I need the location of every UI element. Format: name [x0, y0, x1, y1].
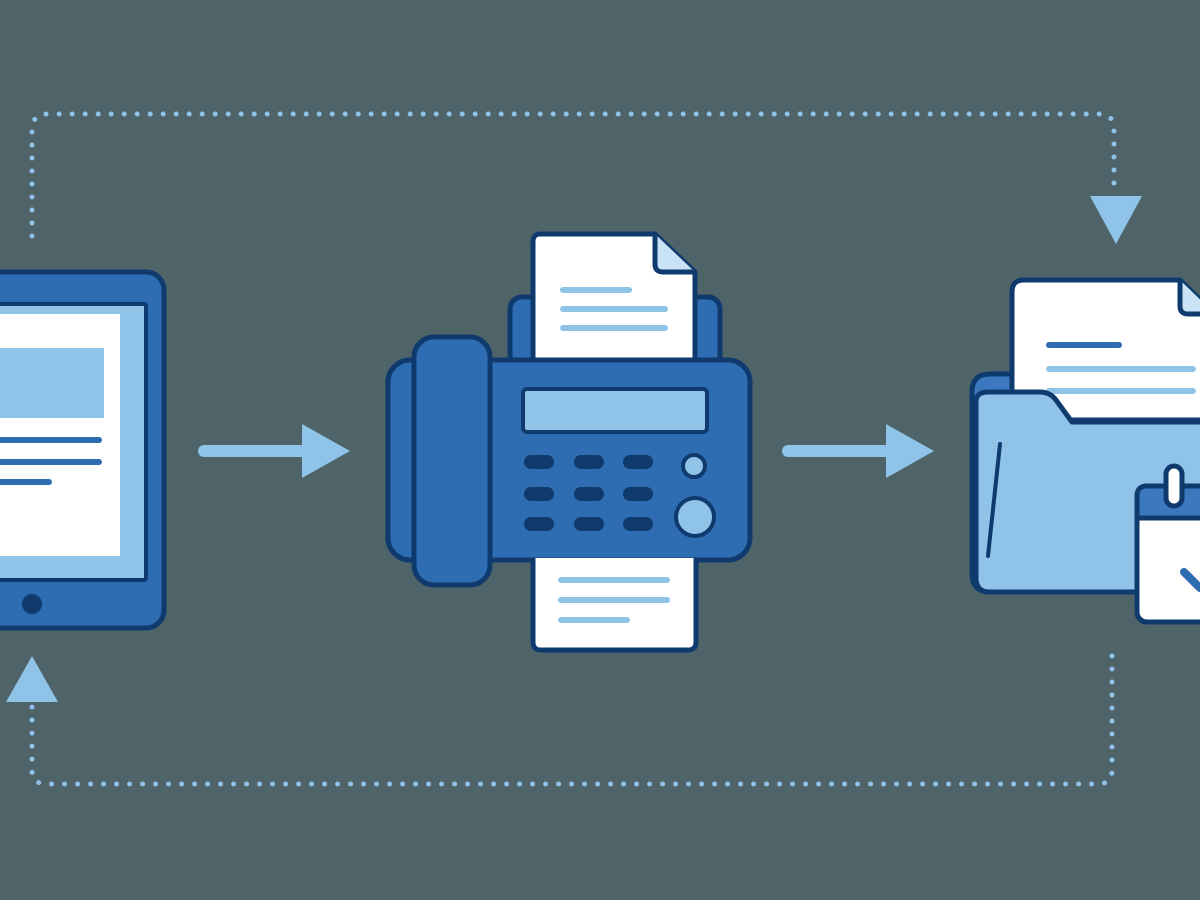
calendar-icon: [1134, 463, 1200, 625]
tablet-home-button: [22, 594, 42, 614]
fax-display: [521, 387, 709, 434]
fax-small-button: [681, 453, 707, 479]
folder-calendar-icon: [969, 277, 1200, 625]
fax-paper-out-icon: [530, 558, 699, 653]
fax-handset: [411, 334, 493, 588]
folder-document-icon: [1009, 277, 1200, 423]
loop-connector-bottom: [6, 653, 1115, 787]
fax-paper-in-icon: [530, 231, 698, 363]
loop-arrowhead-down: [1090, 196, 1142, 244]
loop-connector-top: [29, 111, 1142, 244]
tablet-document-icon: [0, 269, 167, 631]
arrow-fax-to-folder: [782, 424, 934, 478]
fax-machine-icon: [385, 231, 753, 653]
loop-arrowhead-up: [6, 656, 58, 702]
fax-keypad: [524, 455, 653, 531]
arrow-tablet-to-fax: [198, 424, 350, 478]
checkmark-icon: [1180, 568, 1200, 592]
fax-large-button: [674, 496, 716, 538]
